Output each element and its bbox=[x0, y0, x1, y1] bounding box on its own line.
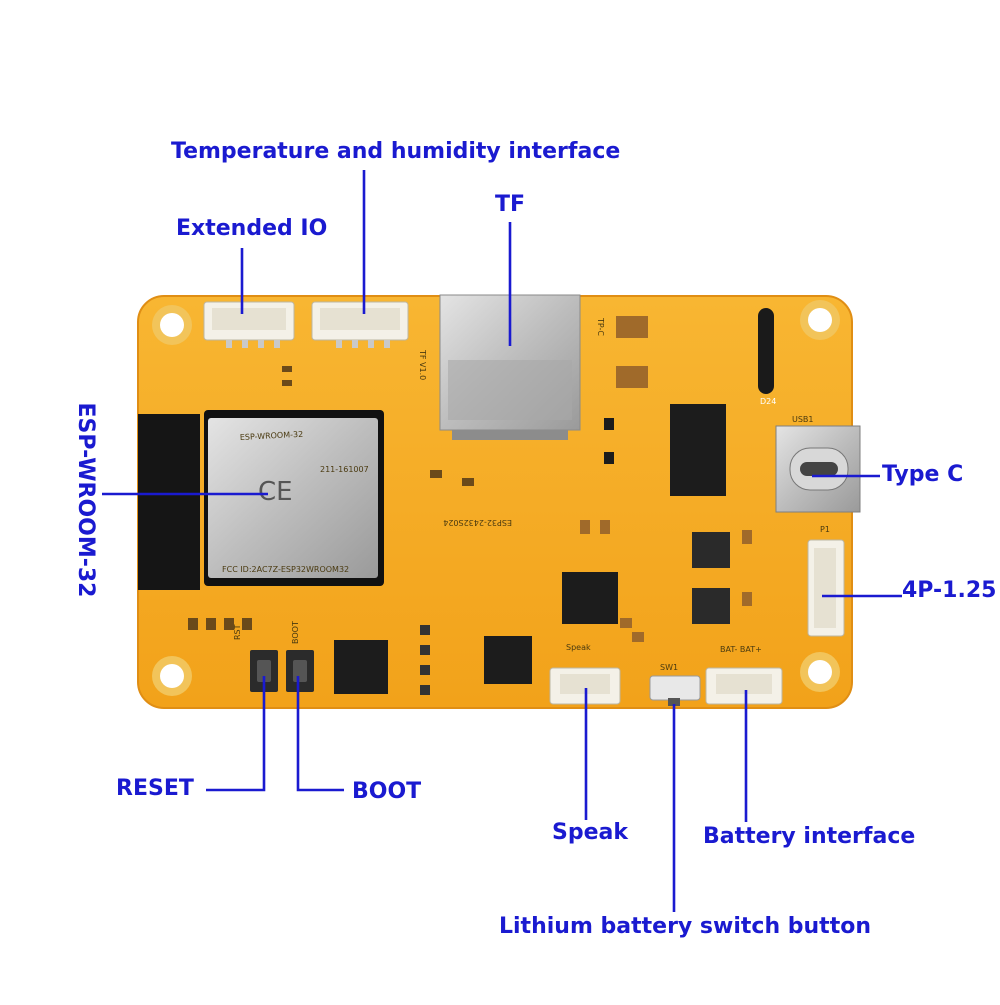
silk-version: ESP32-2432S024 bbox=[443, 518, 512, 527]
leader-boot bbox=[296, 676, 344, 792]
display-flex-strip bbox=[138, 414, 200, 590]
usb-type-c-port bbox=[775, 425, 861, 513]
label-extended-io: Extended IO bbox=[176, 216, 328, 241]
chip-u1 bbox=[692, 532, 730, 568]
label-esp-wroom-32: ESP-WROOM-32 bbox=[73, 402, 98, 598]
speak-connector bbox=[549, 667, 621, 705]
chip-u7 bbox=[692, 588, 730, 624]
leader-reset bbox=[206, 676, 266, 792]
chip-u4 bbox=[334, 640, 388, 694]
label-battery-interface: Battery interface bbox=[703, 824, 916, 849]
label-tf: TF bbox=[495, 192, 526, 217]
silk-d24: D24 bbox=[760, 397, 776, 406]
label-lithium-switch: Lithium battery switch button bbox=[499, 914, 871, 939]
4p-1-25-connector bbox=[807, 539, 845, 637]
leader-lines bbox=[102, 170, 902, 912]
chip-u8 bbox=[562, 572, 618, 624]
lithium-switch bbox=[649, 675, 701, 706]
label-temp-humidity: Temperature and humidity interface bbox=[171, 139, 621, 164]
battery-connector bbox=[705, 667, 783, 705]
ce-mark: CE bbox=[258, 477, 293, 507]
module-text-3: FCC ID:2AC7Z-ESP32WROOM32 bbox=[222, 565, 349, 574]
silk-sw: SW1 bbox=[660, 663, 678, 672]
silk-usb: USB1 bbox=[792, 415, 814, 424]
reset-button-part bbox=[250, 650, 278, 692]
chip-u2 bbox=[670, 404, 726, 496]
label-boot: BOOT bbox=[352, 779, 422, 804]
silk-boot: BOOT bbox=[291, 621, 300, 644]
silk-speak: Speak bbox=[566, 643, 591, 652]
boot-button-part bbox=[286, 650, 314, 692]
silk-reset: RST bbox=[233, 624, 242, 640]
temp-humidity-connector bbox=[311, 301, 409, 348]
mounting-holes bbox=[152, 300, 840, 696]
silk-p1: P1 bbox=[820, 525, 830, 534]
module-text-2: 211-161007 bbox=[320, 465, 369, 474]
label-reset: RESET bbox=[116, 776, 194, 801]
extended-io-connector bbox=[203, 301, 295, 348]
label-4p-1-25: 4P-1.25 bbox=[902, 578, 997, 603]
label-speak: Speak bbox=[552, 820, 628, 845]
esp-wroom-32-module: ESP-WROOM-32 211-161007 CE FCC ID:2AC7Z-… bbox=[204, 410, 384, 586]
silk-tp: TP-C bbox=[596, 317, 605, 336]
label-type-c: Type C bbox=[882, 462, 964, 487]
passive-components bbox=[188, 316, 752, 695]
module-text-1: ESP-WROOM-32 bbox=[240, 430, 304, 442]
silk-bat: BAT- BAT+ bbox=[720, 645, 762, 654]
chip-u5 bbox=[484, 636, 532, 684]
silk-tf: TF V1.0 bbox=[418, 349, 427, 380]
battery-slot-strip bbox=[758, 308, 774, 394]
